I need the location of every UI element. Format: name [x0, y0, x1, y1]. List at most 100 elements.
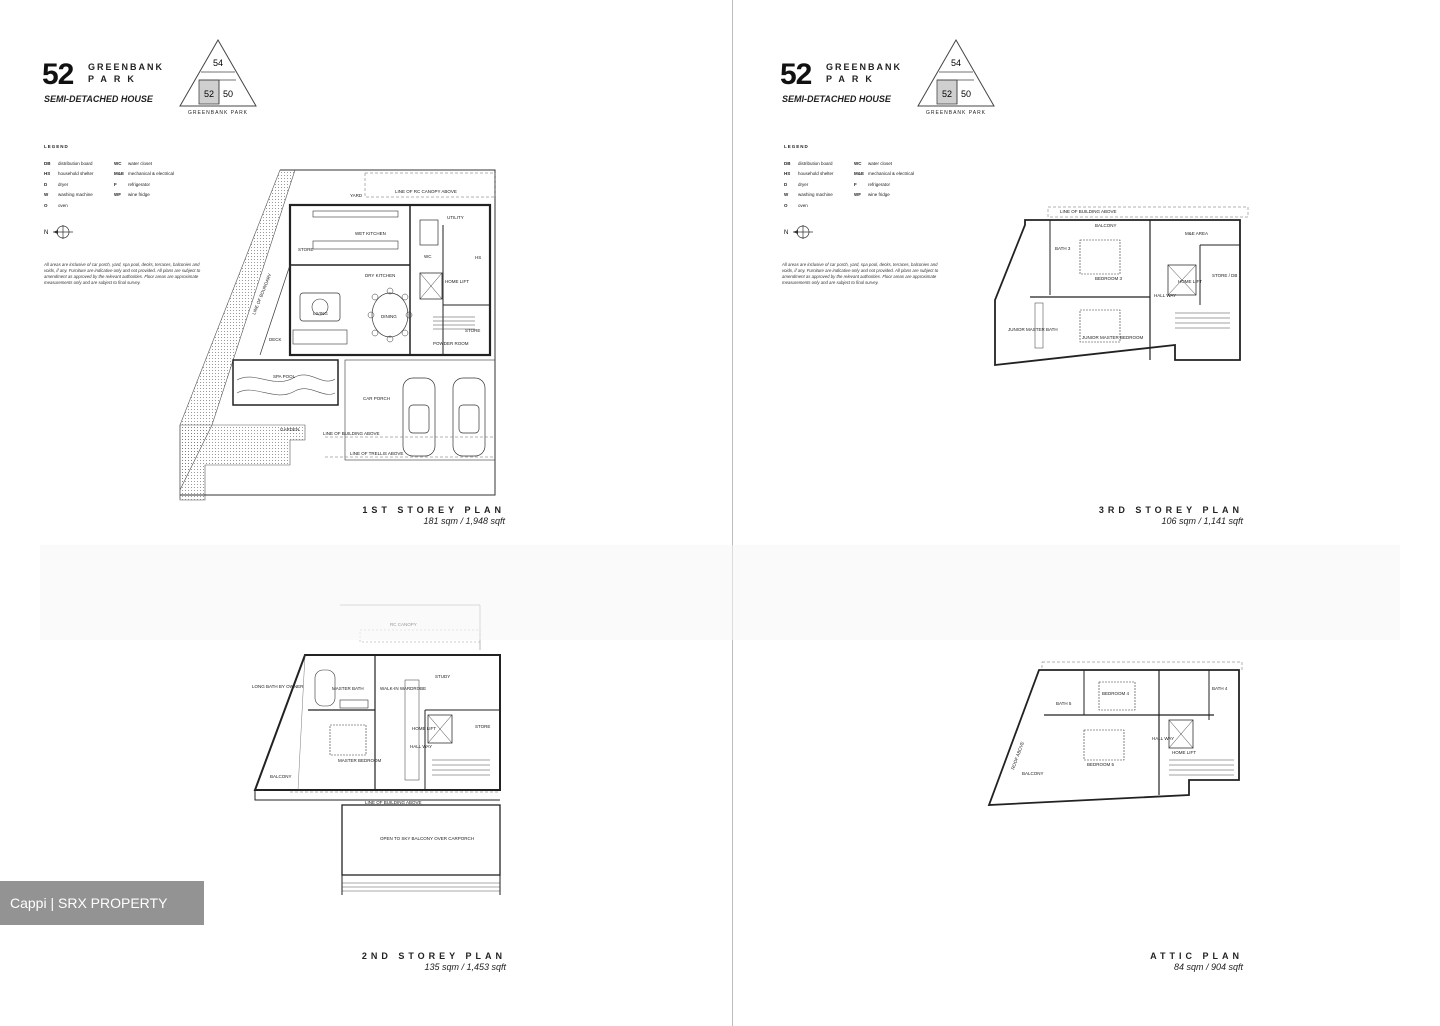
svg-text:CAR PORCH: CAR PORCH: [363, 396, 390, 401]
brand-name-line1: GREENBANK: [88, 62, 165, 72]
legend-title: LEGEND: [784, 144, 809, 149]
svg-text:UTILITY: UTILITY: [447, 215, 464, 220]
keyplan-label: GREENBANK PARK: [925, 110, 987, 116]
keyplan-left: 52: [204, 89, 214, 99]
svg-text:GARDEN: GARDEN: [280, 427, 299, 432]
svg-text:HALL WAY: HALL WAY: [410, 744, 432, 749]
svg-text:BALCONY: BALCONY: [270, 774, 292, 779]
svg-text:N: N: [784, 230, 788, 236]
keyplan-left: 52: [942, 89, 952, 99]
svg-text:SPA POOL: SPA POOL: [273, 374, 296, 379]
svg-text:BEDROOM 5: BEDROOM 5: [1087, 762, 1115, 767]
svg-text:DECK: DECK: [269, 337, 282, 342]
attic-title: ATTIC PLAN 84 sqm / 904 sqft: [943, 951, 1243, 972]
svg-text:N: N: [44, 230, 48, 236]
svg-text:BATH 5: BATH 5: [1056, 701, 1072, 706]
brand-number: 52: [780, 58, 812, 91]
brand-name-line2: PARK: [826, 74, 879, 84]
svg-text:STORE / DB: STORE / DB: [1212, 273, 1237, 278]
svg-text:WET KITCHEN: WET KITCHEN: [355, 231, 386, 236]
plan-name: 3RD STOREY PLAN: [1098, 505, 1243, 515]
svg-text:LINE OF BUILDING ABOVE: LINE OF BUILDING ABOVE: [365, 800, 422, 805]
plan-area: 135 sqm / 1,453 sqft: [424, 962, 506, 972]
svg-text:BEDROOM 4: BEDROOM 4: [1102, 691, 1130, 696]
svg-text:LINE OF TRELLIS ABOVE: LINE OF TRELLIS ABOVE: [350, 451, 403, 456]
svg-text:OPEN TO SKY BALCONY OVER CARPO: OPEN TO SKY BALCONY OVER CARPORCH: [380, 836, 474, 841]
watermark-badge: Cappi | SRX PROPERTY: [0, 881, 204, 925]
svg-text:STORE: STORE: [298, 247, 313, 252]
second-storey-title: 2ND STOREY PLAN 135 sqm / 1,453 sqft: [206, 951, 506, 972]
svg-text:STORE: STORE: [475, 724, 490, 729]
plan-area: 181 sqm / 1,948 sqft: [423, 516, 505, 526]
svg-text:HALL WAY: HALL WAY: [1152, 736, 1174, 741]
first-storey-title: 1ST STOREY PLAN 181 sqm / 1,948 sqft: [205, 505, 505, 526]
brand-name-line1: GREENBANK: [826, 62, 903, 72]
svg-text:HOME LIFT: HOME LIFT: [1172, 750, 1196, 755]
svg-text:HOME LIFT: HOME LIFT: [1178, 279, 1202, 284]
right-page: [734, 0, 1440, 1026]
svg-text:BATH 3: BATH 3: [1055, 246, 1071, 251]
keyplan-right: 50: [961, 89, 971, 99]
svg-text:MASTER BATH: MASTER BATH: [332, 686, 364, 691]
svg-text:LINE OF BUILDING ABOVE: LINE OF BUILDING ABOVE: [323, 431, 380, 436]
attic-floorplan: BEDROOM 4 BATH 4 BATH 5 BEDROOM 5 HALL W…: [987, 661, 1243, 806]
legend-title: LEGEND: [44, 144, 69, 149]
brand-name-line2: PARK: [88, 74, 141, 84]
house-type: SEMI-DETACHED HOUSE: [44, 94, 153, 104]
brand-header-right: 52 GREENBANK PARK SEMI-DETACHED HOUSE 54…: [780, 38, 1030, 178]
svg-text:M&E AREA: M&E AREA: [1185, 231, 1208, 236]
svg-text:HOME LIFT: HOME LIFT: [412, 726, 436, 731]
svg-text:BALCONY: BALCONY: [1022, 771, 1044, 776]
plan-note-right: All areas are inclusive of car porch, ya…: [782, 262, 939, 285]
svg-text:YARD: YARD: [350, 193, 363, 198]
svg-text:DRY KITCHEN: DRY KITCHEN: [365, 273, 395, 278]
north-compass-icon: N: [44, 225, 73, 239]
keyplan-right: 50: [223, 89, 233, 99]
house-type: SEMI-DETACHED HOUSE: [782, 94, 891, 104]
svg-text:HOME LIFT: HOME LIFT: [445, 279, 469, 284]
keyplan-top: 54: [213, 58, 223, 68]
svg-text:LINE OF BUILDING ABOVE: LINE OF BUILDING ABOVE: [1060, 209, 1117, 214]
svg-text:ROOF ABOVE: ROOF ABOVE: [1010, 741, 1025, 770]
scan-fade-band: [40, 545, 1400, 640]
keyplan-top: 54: [951, 58, 961, 68]
svg-text:JUNIOR MASTER BATH: JUNIOR MASTER BATH: [1008, 327, 1058, 332]
plan-area: 84 sqm / 904 sqft: [1173, 962, 1243, 972]
svg-text:POWDER ROOM: POWDER ROOM: [433, 341, 469, 346]
svg-text:LONG BATH BY OWNER: LONG BATH BY OWNER: [252, 684, 304, 689]
keyplan-triangle-icon: 54 52 50: [179, 38, 257, 107]
svg-text:JUNIOR MASTER BEDROOM: JUNIOR MASTER BEDROOM: [1082, 335, 1144, 340]
north-compass-icon: N: [784, 225, 813, 239]
third-storey-floorplan: LINE OF BUILDING ABOVE BALCONY M&E AREA …: [994, 206, 1249, 367]
brand-header-left: 52 GREENBANK PARK SEMI-DETACHED HOUSE 54…: [42, 38, 292, 178]
brand-number: 52: [42, 58, 74, 91]
keyplan-label: GREENBANK PARK: [187, 110, 249, 116]
svg-text:HS: HS: [475, 255, 481, 260]
plan-note-left: All areas are inclusive of car porch, ya…: [44, 262, 201, 285]
plan-name: ATTIC PLAN: [1150, 951, 1243, 961]
plan-name: 1ST STOREY PLAN: [362, 505, 505, 515]
left-page: [0, 0, 732, 1026]
svg-text:HALL WAY: HALL WAY: [1154, 293, 1176, 298]
svg-text:DINING: DINING: [381, 314, 397, 319]
svg-text:WALK-IN WARDROBE: WALK-IN WARDROBE: [380, 686, 426, 691]
page-divider: [732, 0, 733, 1026]
plan-area: 106 sqm / 1,141 sqft: [1161, 516, 1243, 526]
keyplan-triangle-icon: 54 52 50: [917, 38, 995, 107]
svg-text:STORE: STORE: [465, 328, 480, 333]
svg-text:STUDY: STUDY: [435, 674, 450, 679]
first-storey-floorplan: LINE OF RC CANOPY ABOVE YARD UTILITY WET…: [179, 169, 496, 501]
svg-text:BEDROOM 3: BEDROOM 3: [1095, 276, 1123, 281]
